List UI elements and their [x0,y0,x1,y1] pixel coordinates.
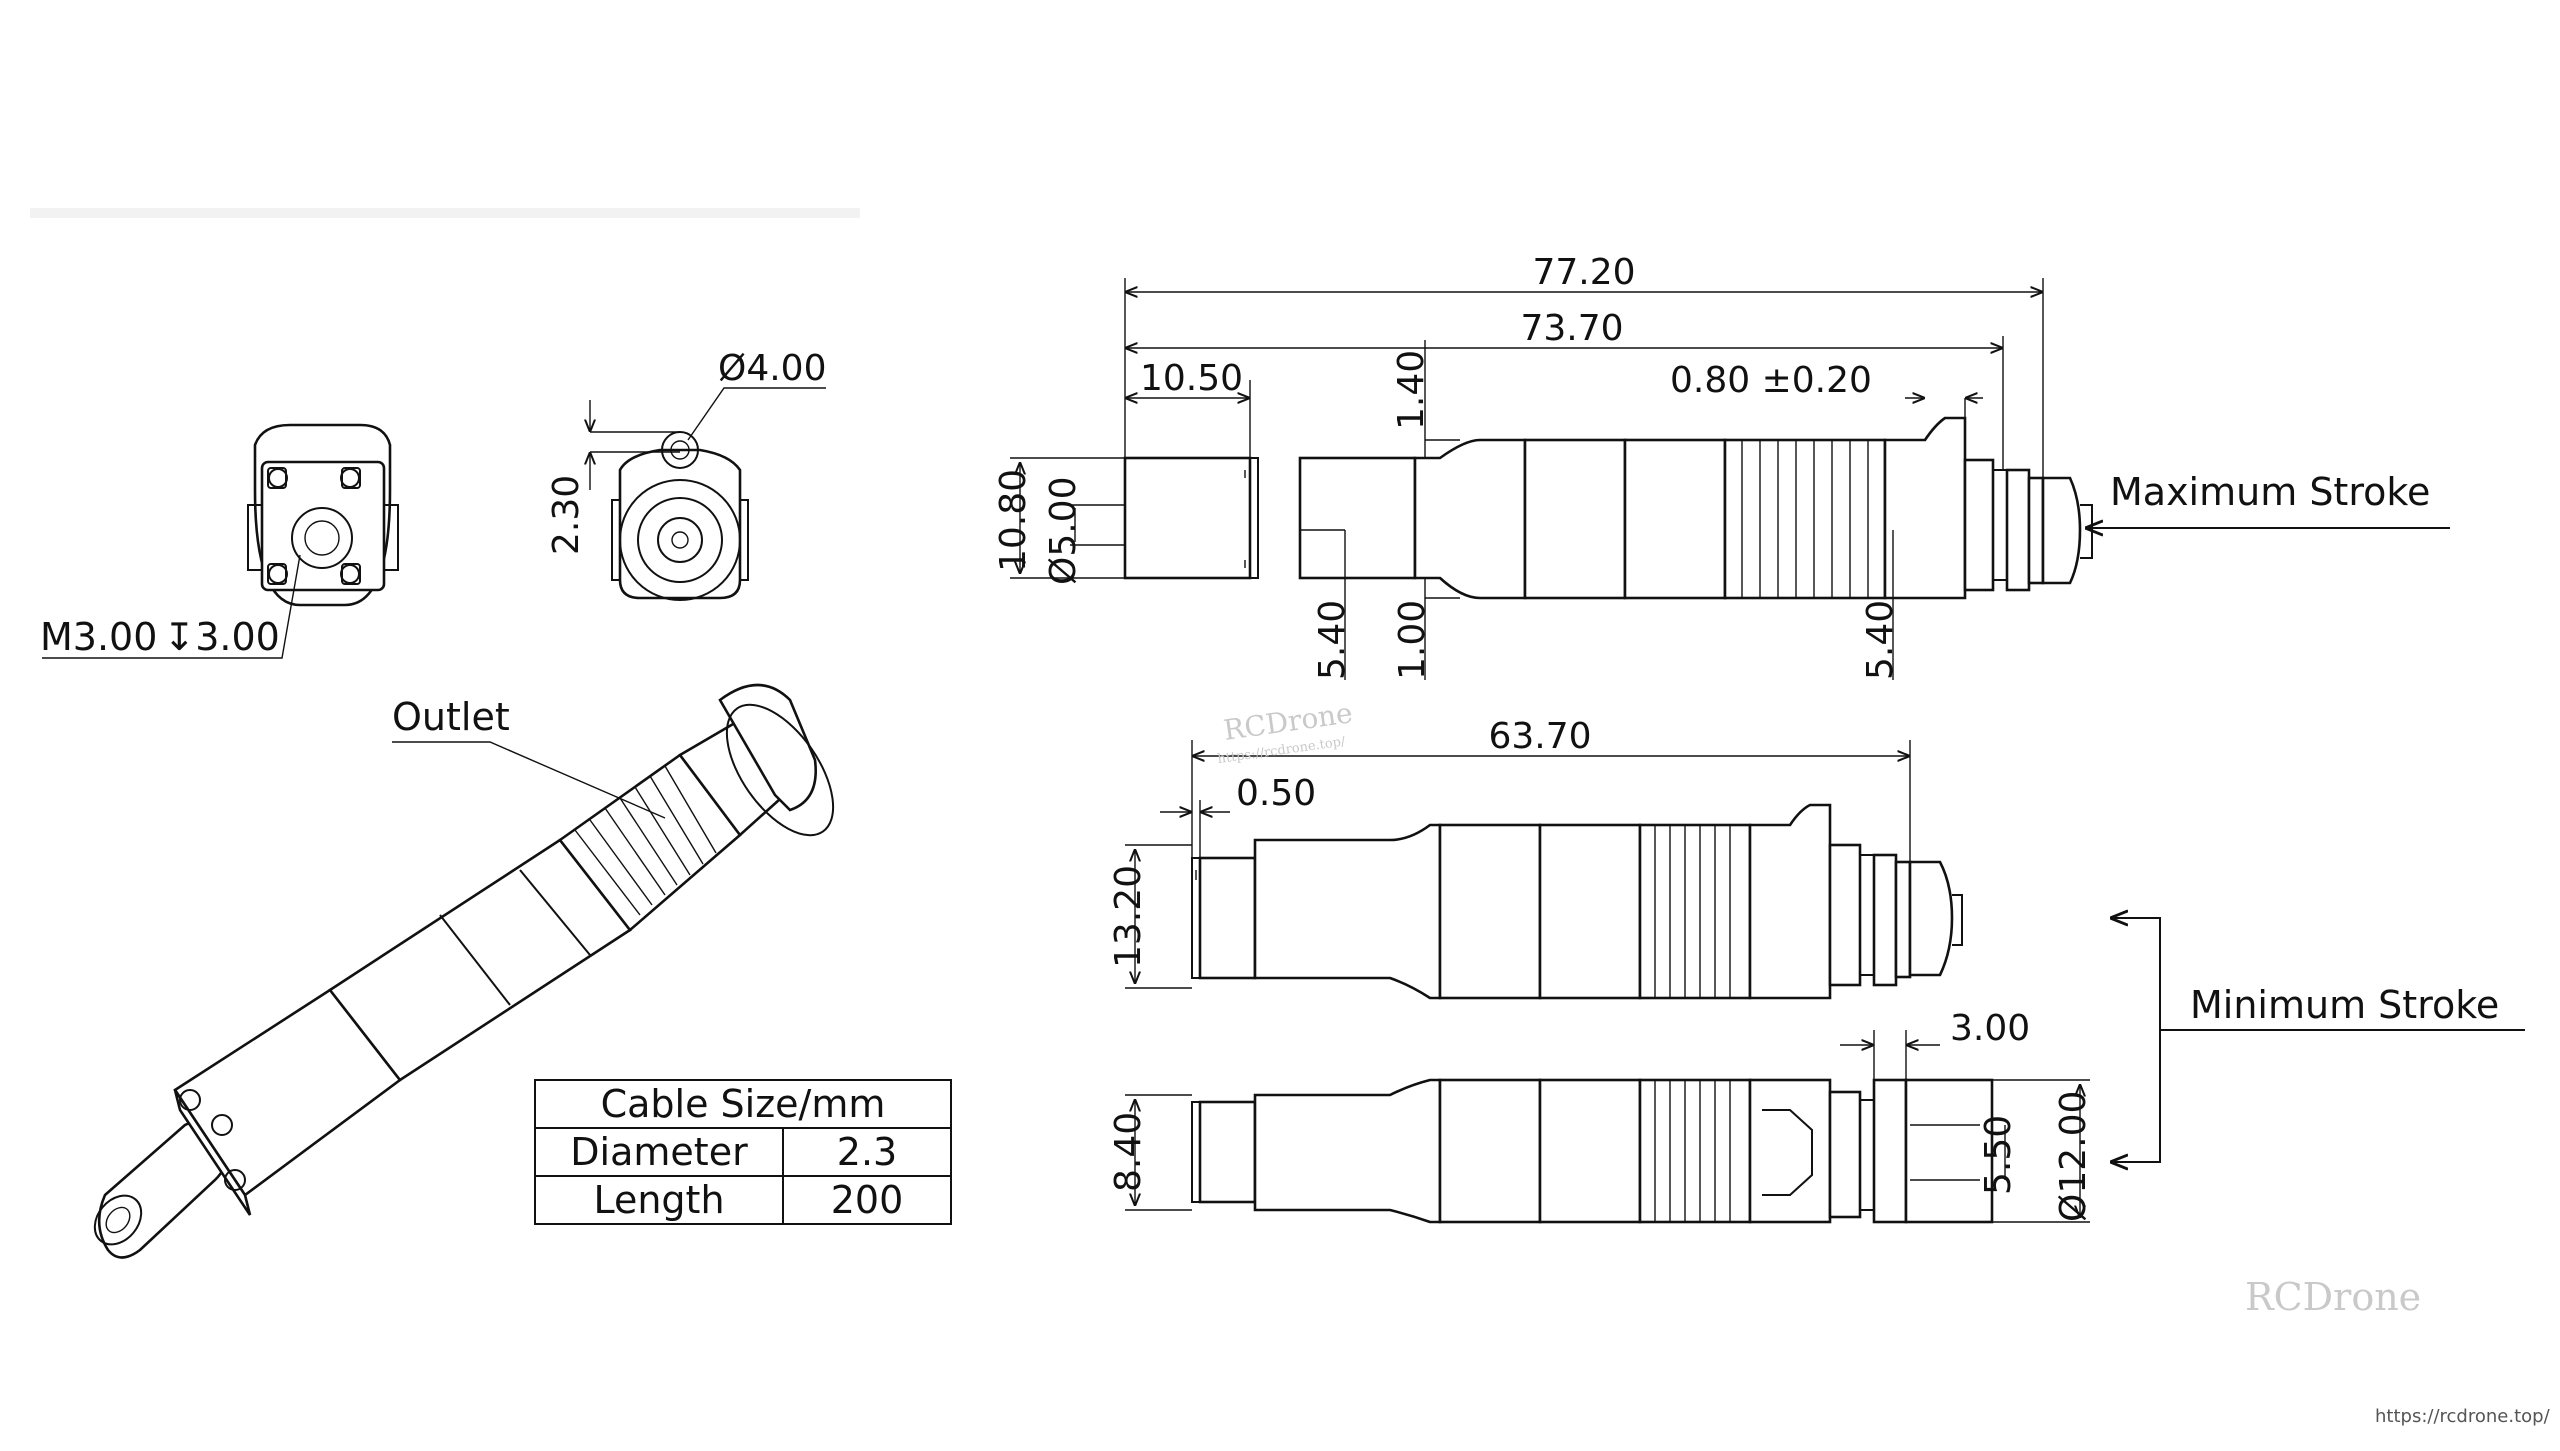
dim-min-length: 63.70 [1488,716,1591,757]
table-row-length-name: Length [593,1178,724,1222]
side-view-min-stroke-bottom: 3.00 8.40 5.50 Ø12.00 [1108,1008,2094,1224]
dim-dia-5-00: Ø5.00 [1043,477,1084,586]
dim-offset-5-40-left: 5.40 [1312,600,1353,680]
dim-gap-3-00: 3.00 [1950,1008,2030,1049]
min-stroke-label: Minimum Stroke [2190,983,2499,1027]
table-row-length-value: 200 [831,1178,904,1222]
max-stroke-label: Maximum Stroke [2110,470,2430,514]
table-row-diameter-value: 2.3 [837,1130,897,1174]
isometric-view: Outlet [93,683,835,1259]
watermark-corner-url: https://rcdrone.top/ [2375,1406,2551,1427]
min-stroke-callout: Minimum Stroke [2110,918,2525,1162]
dim-width-10-80: 10.80 [993,469,1034,572]
dim-body-length: 73.70 [1520,308,1623,349]
dim-overall-length: 77.20 [1532,252,1635,293]
dim-height-5-50: 5.50 [1978,1115,2019,1195]
thread-label: M3.00↧3.00 [40,615,280,659]
dim-hole-dia: Ø4.00 [718,348,827,389]
table-title: Cable Size/mm [601,1082,886,1126]
side-view-max-stroke: 77.20 73.70 10.50 0.80 ±0.20 1.40 10.80 … [993,252,2450,680]
table-row-diameter-name: Diameter [570,1130,748,1174]
dim-offset-2-30: 2.30 [546,475,587,555]
cable-table: Cable Size/mm Diameter 2.3 Length 200 [534,1079,952,1225]
dim-height-8-40: 8.40 [1108,1112,1149,1192]
end-view-bottom: M3.00↧3.00 [40,423,399,659]
side-view-min-stroke-top: 63.70 0.50 13.20 [1108,716,1963,1000]
dim-tolerance: 0.80 ±0.20 [1670,360,1872,401]
dim-front-length: 10.50 [1140,358,1243,399]
scan-artifact [30,208,860,218]
watermark-corner-brand: RCDrone [2245,1275,2421,1319]
dim-offset-5-40-right: 5.40 [1860,600,1901,680]
dim-step-1-40: 1.40 [1391,350,1432,430]
dim-step-1-00: 1.00 [1392,600,1433,680]
end-view-front: 2.30 Ø4.00 [546,348,827,601]
dim-height-13-20: 13.20 [1108,865,1149,968]
outlet-label: Outlet [392,695,510,739]
dim-gap-0-50: 0.50 [1236,773,1316,814]
dim-dia-12-00: Ø12.00 [2053,1091,2094,1222]
